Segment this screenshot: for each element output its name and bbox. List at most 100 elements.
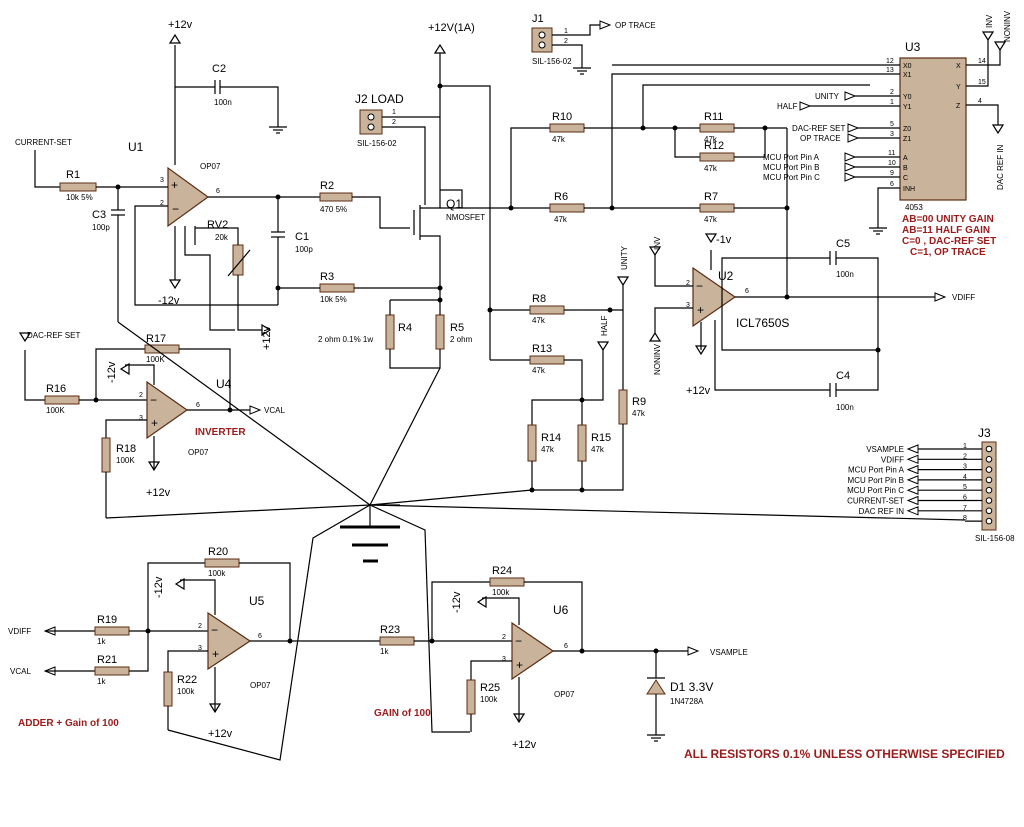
r9-label: R9	[632, 396, 646, 408]
r8-label: R8	[532, 293, 546, 305]
j3-pin	[985, 497, 993, 504]
r18-value: 100K	[116, 456, 135, 465]
u3-dac-ref-set-net: DAC-REF SET	[792, 124, 845, 133]
r7-value: 47k	[704, 215, 718, 224]
r5-label: R5	[450, 322, 464, 334]
u6-label: U6	[553, 603, 569, 617]
svg-text:15: 15	[978, 79, 986, 86]
half-net: HALF	[600, 315, 609, 336]
u3-pin-z0: Z0	[903, 126, 911, 133]
u2-section: U2 ICL7650S −+ 236 VDIFF INV NONINV -1v …	[649, 233, 975, 412]
truth-line-4: C=1, OP TRACE	[910, 247, 986, 258]
r18-resistor	[101, 437, 111, 473]
c1-value: 100p	[295, 245, 313, 254]
svg-text:1: 1	[890, 99, 894, 106]
q1-part: NMOSFET	[446, 213, 485, 222]
c4-value: 100n	[836, 403, 854, 412]
u6-part: OP07	[554, 690, 575, 699]
svg-text:+: +	[151, 416, 158, 430]
u5-vdiff-net: VDIFF	[8, 627, 31, 636]
u4-section: DAC-REF SET R16 100K R17 100K −+ 236 U4 …	[19, 331, 285, 518]
u3-unity-net: UNITY	[815, 92, 840, 101]
u1-section: +12v C2 100n U1 OP07 +− 326 -12v CURRENT…	[15, 19, 440, 350]
svg-text:9: 9	[890, 170, 894, 177]
u4-minus12: -12v	[106, 361, 118, 383]
r9-value: 47k	[632, 409, 646, 418]
u5-part: OP07	[250, 681, 271, 690]
r19-value: 1k	[97, 637, 106, 646]
r16-value: 100K	[46, 406, 65, 415]
u3-mcu-b-net: MCU Port Pin B	[763, 163, 819, 172]
svg-text:5: 5	[890, 121, 894, 128]
r2-resistor	[319, 192, 353, 202]
r11-value: 47k	[704, 135, 718, 144]
j2-connector	[359, 109, 383, 135]
j3-net-label: MCU Port Pin A	[848, 466, 905, 475]
r22-resistor	[163, 671, 173, 707]
svg-text:−: −	[211, 623, 218, 637]
j3-net-label: DAC REF IN	[859, 507, 905, 516]
u4-part: OP07	[188, 448, 209, 457]
resistor-tolerance-note: ALL RESISTORS 0.1% UNLESS OTHERWISE SPEC…	[684, 747, 1005, 761]
u5-vcal-net: VCAL	[10, 667, 31, 676]
j1-part: SIL-156-02	[532, 57, 572, 66]
d1-ground-icon	[646, 734, 666, 742]
u3-mcu-c-net: MCU Port Pin C	[763, 173, 820, 182]
u3-pin-z: Z	[956, 103, 961, 110]
r15-label: R15	[591, 432, 611, 444]
r15-value: 47k	[591, 445, 605, 454]
r24-label: R24	[492, 565, 512, 577]
load-supply-icon	[434, 44, 446, 54]
r25-label: R25	[480, 682, 500, 694]
u4-vcal-net: VCAL	[264, 406, 285, 415]
u2-part: ICL7650S	[736, 316, 789, 330]
svg-text:1: 1	[392, 109, 396, 116]
r23-resistor	[379, 636, 415, 646]
u1-label: U1	[128, 140, 144, 154]
d1-part: 1N4728A	[670, 697, 704, 706]
c1-label: C1	[295, 231, 309, 243]
gain-note: GAIN of 100	[374, 708, 431, 719]
u4-dac-ref-set-net: DAC-REF SET	[27, 331, 80, 340]
u3-pin-x1: X1	[903, 72, 912, 79]
u3-pin-x: X	[956, 63, 961, 70]
r17-label: R17	[146, 333, 166, 345]
u1-opamp	[167, 166, 210, 228]
r3-label: R3	[320, 271, 334, 283]
r16-resistor	[44, 395, 80, 405]
c2-value: 100n	[214, 98, 232, 107]
u3-chip	[899, 57, 967, 201]
u3-pin-z1: Z1	[903, 136, 911, 143]
r10-value: 47k	[552, 135, 566, 144]
star-ground	[105, 321, 966, 761]
r2-label: R2	[320, 180, 334, 192]
u3-op-trace-net: OP TRACE	[800, 134, 841, 143]
j1-connector	[531, 27, 553, 53]
u6-plus12: +12v	[512, 739, 537, 751]
r1-resistor	[59, 182, 97, 192]
j3-connector	[981, 441, 997, 531]
u5-label: U5	[249, 594, 265, 608]
u3-dac-ref-in-net: DAC REF IN	[996, 144, 1005, 190]
svg-text:6: 6	[564, 643, 568, 650]
u2-opamp	[692, 266, 737, 328]
u1-minus12: -12v	[158, 295, 180, 307]
minus12-arrow-icon	[169, 279, 181, 289]
r14-value: 47k	[541, 445, 555, 454]
u5-section: VDIFF R19 1k VCAL R21 1k R20 100k −+ 236…	[8, 546, 380, 740]
svg-text:+: +	[516, 658, 523, 672]
plus12-arrow-icon	[169, 34, 181, 44]
j1-section: J1 SIL-156-02 12 OP TRACE	[531, 13, 656, 75]
r25-resistor	[466, 679, 476, 715]
j1-ground-icon	[572, 67, 592, 75]
r9-resistor	[618, 389, 628, 425]
j3-net-label: MCU Port Pin B	[848, 476, 904, 485]
u3-pin-x0: X0	[903, 63, 912, 70]
u3-pin-y1: Y1	[903, 104, 912, 111]
j1-op-trace-net: OP TRACE	[615, 21, 656, 30]
u6-section: R23 1k R24 100k −+ 236 U6 OP07 VSAMPLE -…	[374, 565, 748, 751]
r25-value: 100k	[480, 695, 498, 704]
svg-text:6: 6	[745, 288, 749, 295]
u1-part: OP07	[200, 162, 221, 171]
